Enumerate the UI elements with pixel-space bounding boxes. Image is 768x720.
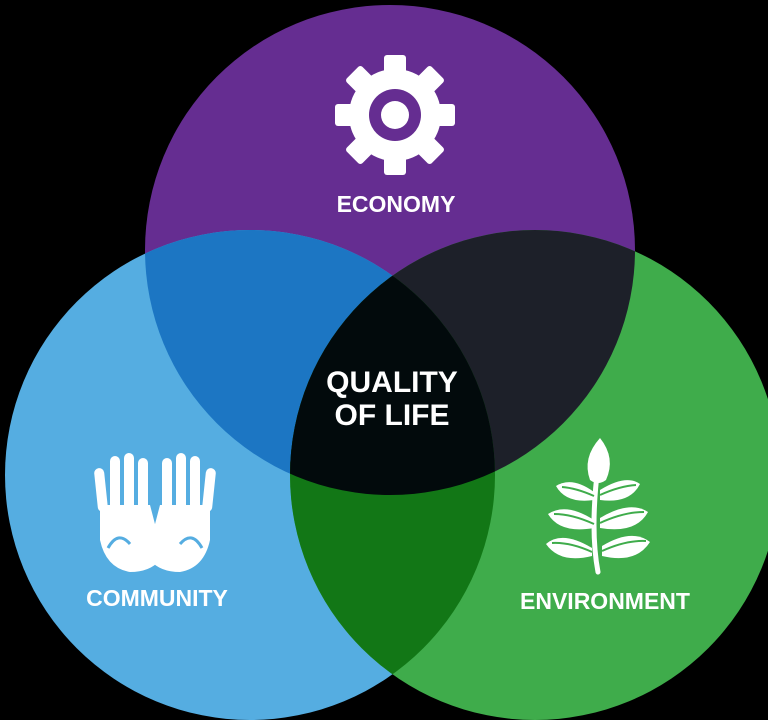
environment-label: ENVIRONMENT: [520, 588, 690, 614]
center-label-line-1: QUALITY: [326, 366, 458, 399]
gear-icon: [335, 55, 455, 175]
community-label: COMMUNITY: [86, 585, 228, 611]
open-hands-icon: [94, 453, 216, 572]
leaf-vein-lines: [551, 484, 647, 553]
quality-of-life-overlap: [290, 230, 495, 495]
economy-label: ECONOMY: [337, 191, 456, 217]
center-label-line-2: OF LIFE: [335, 399, 450, 432]
